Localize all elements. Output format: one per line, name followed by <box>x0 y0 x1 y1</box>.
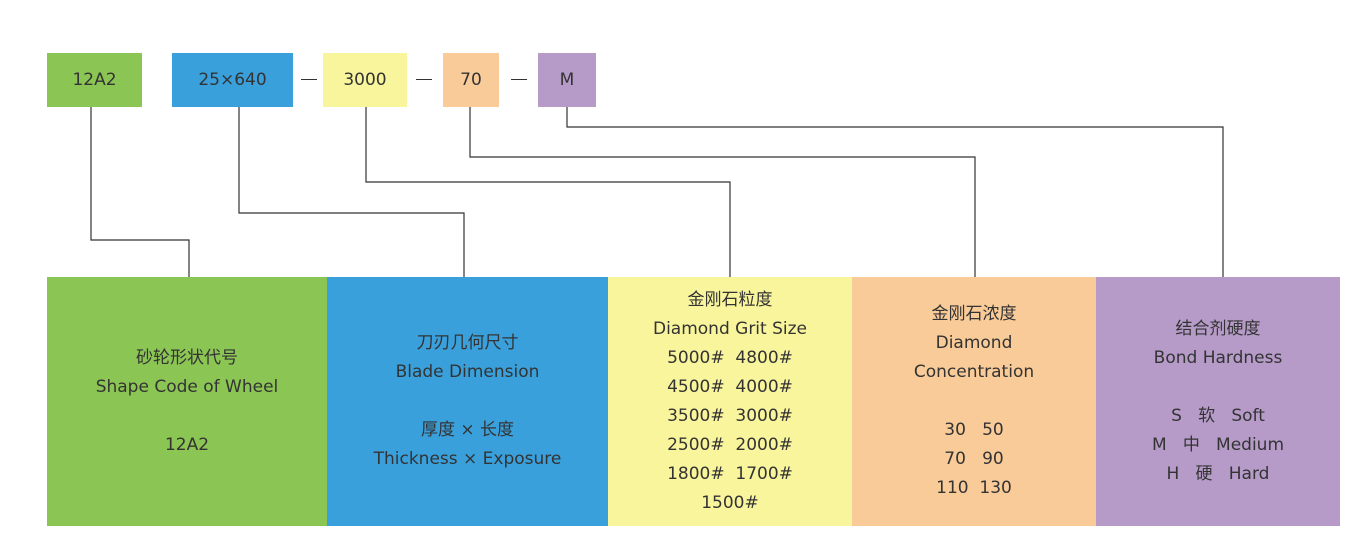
connector-hardness <box>566 107 1224 277</box>
code-dimension: 25×640 <box>172 53 293 107</box>
grit-row: 5000# 4800# <box>667 347 793 368</box>
concentration-row: 110 130 <box>936 478 1012 498</box>
connector-dimension <box>238 107 465 277</box>
grit-title-en: Diamond Grit Size <box>652 318 807 339</box>
box-grit-size: 金刚石粒度 Diamond Grit Size 5000# 4800# 4500… <box>608 277 852 526</box>
grit-row: 1500# <box>701 492 759 513</box>
concentration-row: 70 90 <box>944 449 1004 469</box>
dimension-detail-cn: 厚度 × 长度 <box>420 420 515 440</box>
grit-title-cn: 金刚石粒度 <box>687 289 773 310</box>
separator-dash <box>301 79 317 80</box>
code-grit: 3000 <box>323 53 407 107</box>
hardness-row: S 软 Soft <box>1171 405 1265 426</box>
concentration-row: 30 50 <box>944 420 1004 440</box>
hardness-row: M 中 Medium <box>1151 434 1285 455</box>
separator-dash <box>511 79 527 80</box>
code-shape: 12A2 <box>47 53 142 107</box>
grit-row: 1800# 1700# <box>667 463 793 484</box>
concentration-title-en-2: Concentration <box>913 362 1035 382</box>
connector-grit <box>365 107 731 277</box>
grit-row: 4500# 4000# <box>667 376 793 397</box>
separator-dash <box>416 79 432 80</box>
connector-shape <box>90 107 190 277</box>
concentration-title-en-1: Diamond <box>935 333 1013 353</box>
connector-concentration <box>469 107 976 277</box>
hardness-title-cn: 结合剂硬度 <box>1175 318 1261 339</box>
grit-row: 3500# 3000# <box>667 405 793 426</box>
hardness-row: H 硬 Hard <box>1166 463 1270 484</box>
code-hardness: M <box>538 53 596 107</box>
hardness-title-en: Bond Hardness <box>1153 347 1283 368</box>
shape-value: 12A2 <box>164 434 210 455</box>
concentration-title-cn: 金刚石浓度 <box>931 304 1017 324</box>
code-concentration: 70 <box>443 53 499 107</box>
dimension-detail-en: Thickness × Exposure <box>373 449 562 469</box>
box-bond-hardness: 结合剂硬度 Bond Hardness S 软 Soft M 中 Medium … <box>1096 277 1340 526</box>
box-blade-dimension: 刀刃几何尺寸 Blade Dimension 厚度 × 长度 Thickness… <box>327 277 608 526</box>
dimension-title-en: Blade Dimension <box>395 362 540 382</box>
box-shape-code: 砂轮形状代号 Shape Code of Wheel 12A2 <box>47 277 327 526</box>
box-concentration: 金刚石浓度 Diamond Concentration 30 50 70 90 … <box>852 277 1096 526</box>
grit-row: 2500# 2000# <box>667 434 793 455</box>
shape-title-cn: 砂轮形状代号 <box>136 347 238 368</box>
dimension-title-cn: 刀刃几何尺寸 <box>416 333 519 353</box>
shape-title-en: Shape Code of Wheel <box>95 376 279 397</box>
